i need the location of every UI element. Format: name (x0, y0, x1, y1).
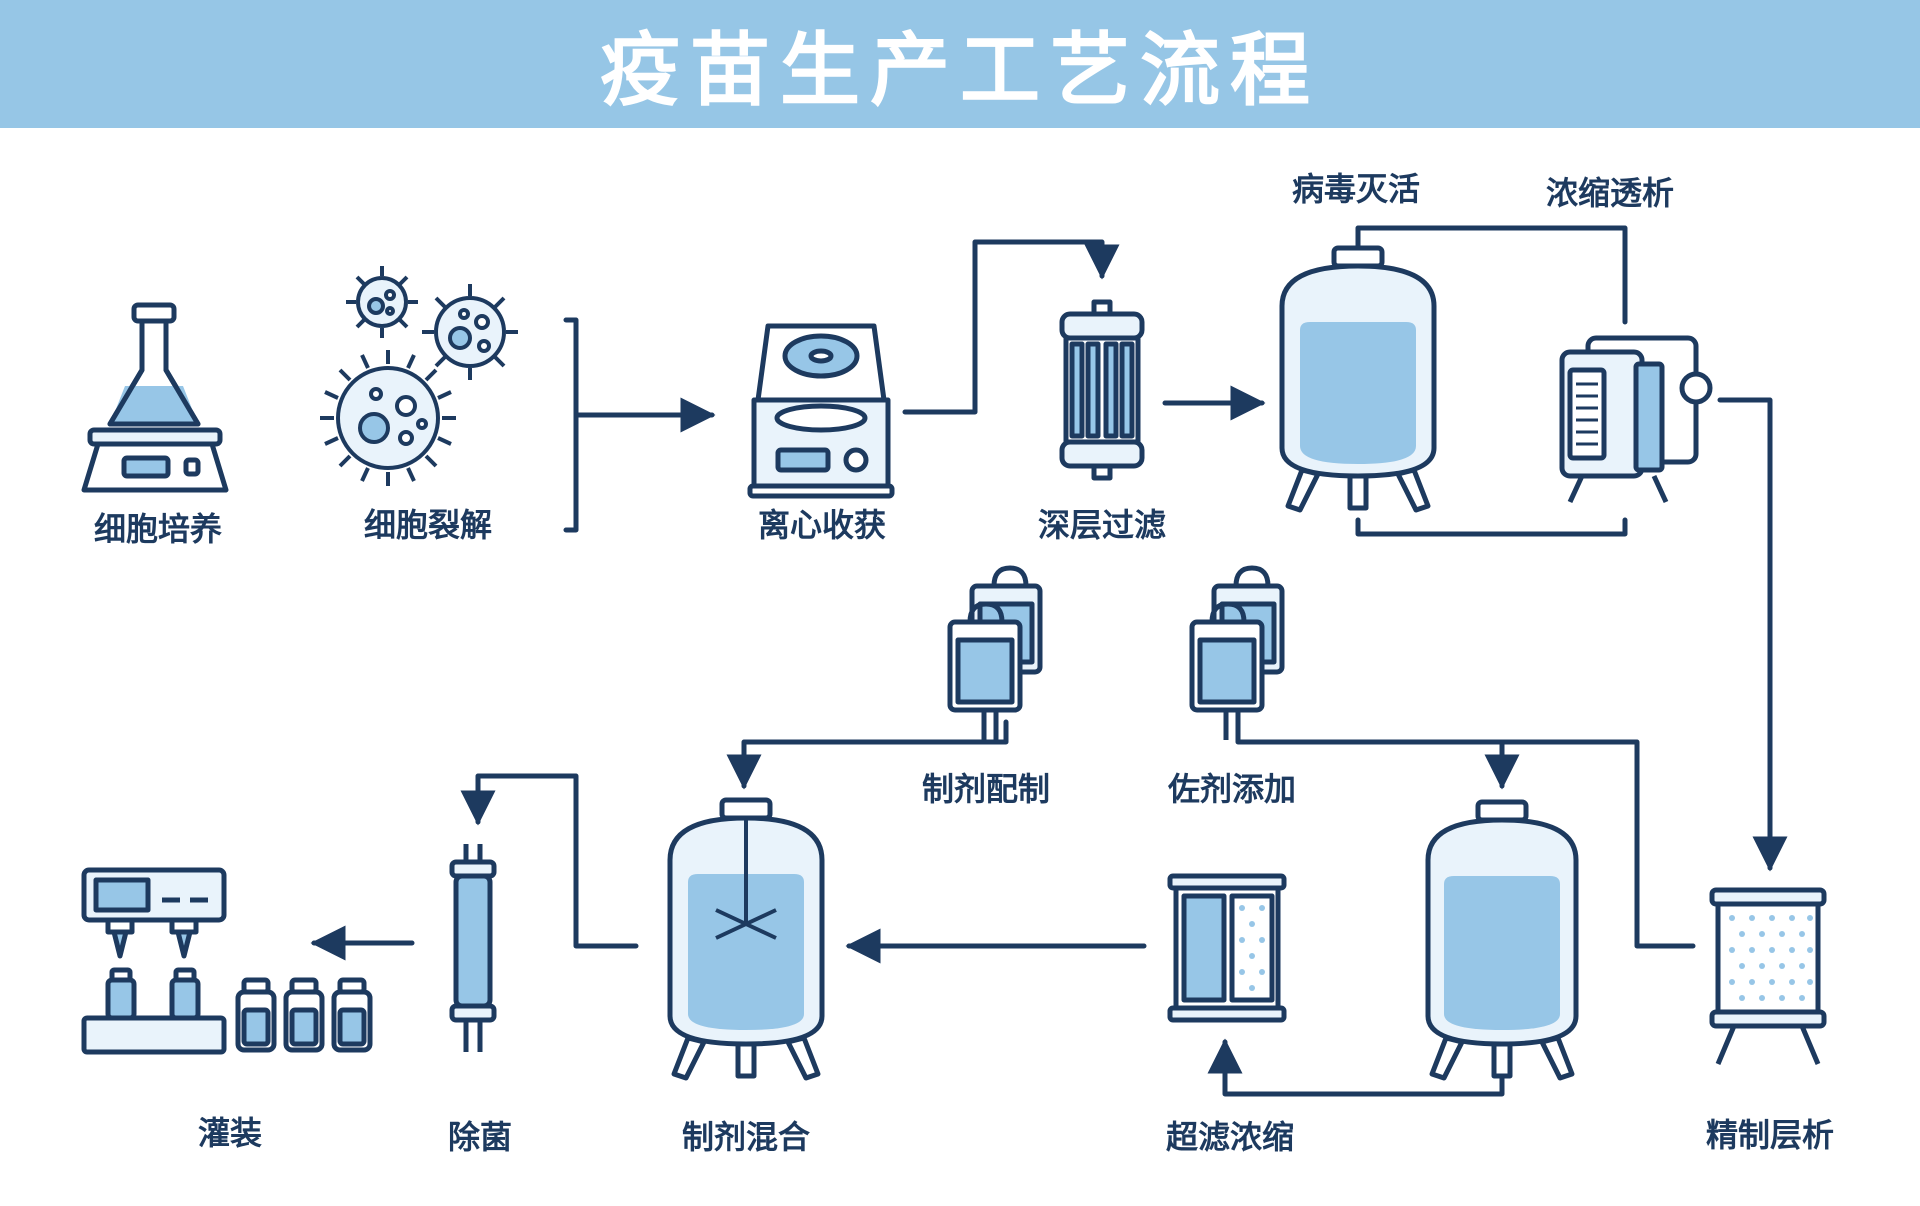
inactivation-tank-icon (1279, 245, 1437, 513)
label-ultrafiltration: 超滤浓缩 (1166, 1118, 1294, 1156)
label-formulation-prep: 制剂配制 (922, 770, 1050, 808)
label-centrifuge: 离心收获 (758, 506, 886, 544)
label-polishing-chromatography: 精制层析 (1706, 1116, 1834, 1154)
arrow-formulation-to-mixing (726, 719, 1009, 790)
ultrafiltration-cassette-icon (1167, 873, 1287, 1023)
dialysis-machine-icon (1559, 335, 1713, 504)
page-title: 疫苗生产工艺流程 (600, 24, 1320, 117)
formulation-bag-icon (947, 565, 1043, 740)
arrow-to-ultrafiltration (1207, 1038, 1505, 1097)
arrow-to-polishing (1717, 397, 1788, 872)
loop-top (1355, 225, 1628, 325)
virus-icon (320, 266, 518, 486)
chromatography-column-icon (1709, 887, 1827, 1065)
label-concentration-dialysis: 浓缩透析 (1546, 174, 1674, 212)
label-depth-filtration: 深层过滤 (1038, 506, 1166, 544)
arrow-to-depth-filter (902, 239, 1120, 415)
label-cell-culture: 细胞培养 (94, 510, 222, 548)
process-flow-diagram: 细胞培养 (81, 170, 1834, 1156)
lysis-bracket (563, 317, 579, 533)
holding-tank-icon (1425, 799, 1579, 1081)
virus-small (346, 266, 418, 338)
virus-large (320, 350, 456, 486)
label-sterilization: 除菌 (448, 1118, 512, 1156)
mixing-tank-icon (667, 797, 825, 1081)
sterile-filter-icon (449, 844, 497, 1052)
loop-bottom (1355, 517, 1628, 537)
centrifuge-icon (747, 323, 895, 499)
label-cell-lysis: 细胞裂解 (364, 506, 492, 544)
title-banner: 疫苗生产工艺流程 (0, 0, 1920, 128)
virus-medium (422, 284, 518, 380)
depth-filter-icon (1059, 299, 1145, 481)
filling-machine-icon (81, 867, 373, 1055)
label-virus-inactivation: 病毒灭活 (1292, 170, 1420, 208)
label-adjuvant-addition: 佐剂添加 (1167, 770, 1296, 808)
label-formulation-mixing: 制剂混合 (682, 1118, 810, 1156)
arrow-to-sterilization (460, 773, 639, 949)
label-filling: 灌装 (198, 1114, 262, 1152)
flask-icon (81, 302, 229, 493)
adjuvant-bag-icon (1189, 565, 1285, 740)
